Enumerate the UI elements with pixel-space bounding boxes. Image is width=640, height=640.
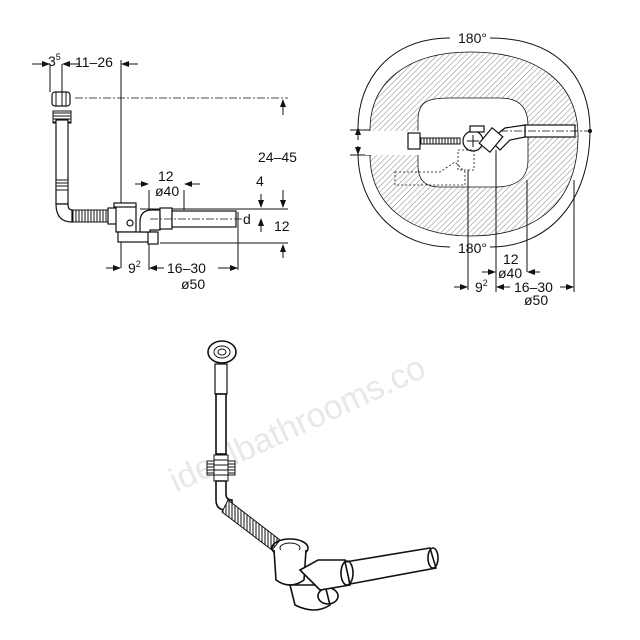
dim-4: 4: [256, 173, 264, 189]
angle-top: 180°: [458, 30, 487, 46]
top-dim-pipe-length: 16–30: [514, 279, 553, 295]
top-view: 180° 180° 12 ø40 92 16–30 ø50: [350, 30, 592, 308]
dim-trap-offset: 9: [128, 260, 136, 276]
dim-pipe-length: 16–30: [167, 260, 206, 276]
svg-text:35: 35: [48, 52, 61, 69]
dim-12-vertical: 12: [274, 218, 290, 234]
svg-text:92: 92: [475, 278, 488, 295]
dim-d: d: [243, 211, 251, 227]
svg-text:92: 92: [128, 259, 141, 276]
side-view: 35 11–26 24–45 12 ø40 4 d 12 92 16–30 ø5…: [32, 52, 297, 292]
dim-pipe-diameter: ø50: [181, 276, 205, 292]
dim-horizontal-range: 11–26: [75, 54, 113, 70]
top-dim-pipe-diameter: ø50: [524, 292, 548, 308]
dim-offset: 3: [48, 53, 56, 69]
top-dim-trap-offset: 9: [475, 279, 483, 295]
angle-bottom: 180°: [458, 240, 487, 256]
top-dim-outlet-diameter: ø40: [498, 265, 522, 281]
top-dim-outlet-length: 12: [503, 251, 519, 267]
watermark: idealbathrooms.co: [163, 348, 431, 500]
product-illustration: [206, 340, 439, 611]
dim-outlet-diameter: ø40: [155, 183, 179, 199]
dim-outlet-length: 12: [158, 168, 174, 184]
dim-height-range: 24–45: [258, 149, 297, 165]
